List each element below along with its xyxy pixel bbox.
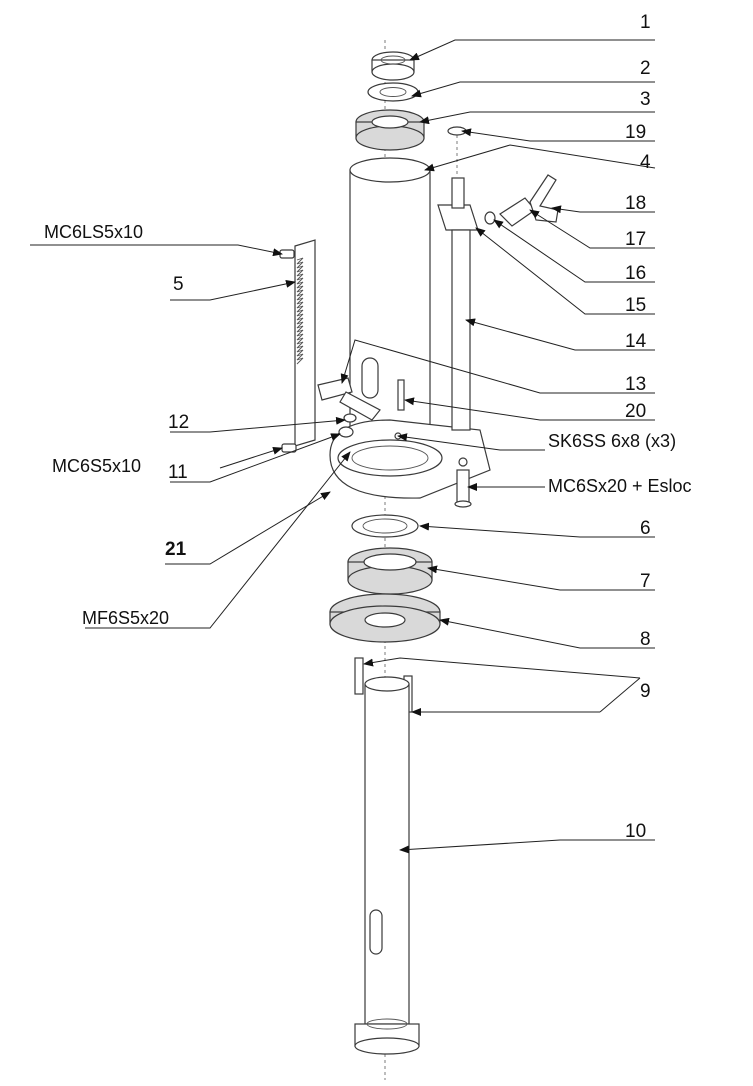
label-mc6s5x10: MC6S5x10 xyxy=(52,456,141,476)
part-18-lever xyxy=(529,174,559,223)
part-2-tab-washer xyxy=(367,82,419,102)
label-part-10: 10 xyxy=(625,821,646,842)
label-part-3: 3 xyxy=(640,89,651,110)
label-part-17: 17 xyxy=(625,229,646,250)
label-part-19: 19 xyxy=(625,122,646,143)
part-1-lock-nut xyxy=(371,51,415,81)
part-6-washer xyxy=(351,514,419,538)
label-mc6sx20: MC6Sx20 + Esloc xyxy=(548,476,692,496)
label-sk6ss: SK6SS 6x8 (x3) xyxy=(548,431,676,451)
part-5-rack xyxy=(294,239,316,447)
label-part-4: 4 xyxy=(640,152,651,173)
label-part-7: 7 xyxy=(640,571,651,592)
label-part-13: 13 xyxy=(625,374,646,395)
part-15-bracket xyxy=(437,177,479,231)
bolt-mc6sx20-part xyxy=(454,469,472,508)
part-7-bearing xyxy=(347,547,433,595)
label-part-1: 1 xyxy=(640,12,651,33)
label-part-8: 8 xyxy=(640,629,651,650)
label-part-2: 2 xyxy=(640,58,651,79)
part-8-ring xyxy=(329,593,441,643)
label-part-6: 6 xyxy=(640,518,651,539)
part-14-rod xyxy=(451,229,471,431)
label-part-21: 21 xyxy=(165,539,187,560)
part-4-housing xyxy=(329,157,491,499)
part-12-pin xyxy=(343,413,357,423)
label-part-12: 12 xyxy=(168,412,189,433)
label-part-5: 5 xyxy=(173,274,184,295)
leader-lines xyxy=(340,39,656,854)
label-part-11: 11 xyxy=(168,462,188,483)
part-3-bearing xyxy=(355,109,425,151)
screw-mc6ls5x10-part xyxy=(279,249,295,259)
label-part-15: 15 xyxy=(625,295,646,316)
part-11-collar xyxy=(338,426,354,438)
label-part-16: 16 xyxy=(625,263,646,284)
part-16-washer xyxy=(484,211,496,225)
label-part-20: 20 xyxy=(625,401,646,422)
label-part-9: 9 xyxy=(640,681,651,702)
label-mc6ls5x10: MC6LS5x10 xyxy=(44,222,143,242)
left-leader-lines xyxy=(30,244,351,629)
label-mf6s5x20: MF6S5x20 xyxy=(82,608,169,628)
part-10-quill xyxy=(354,676,420,1055)
label-part-18: 18 xyxy=(625,193,646,214)
label-part-14: 14 xyxy=(625,331,647,352)
